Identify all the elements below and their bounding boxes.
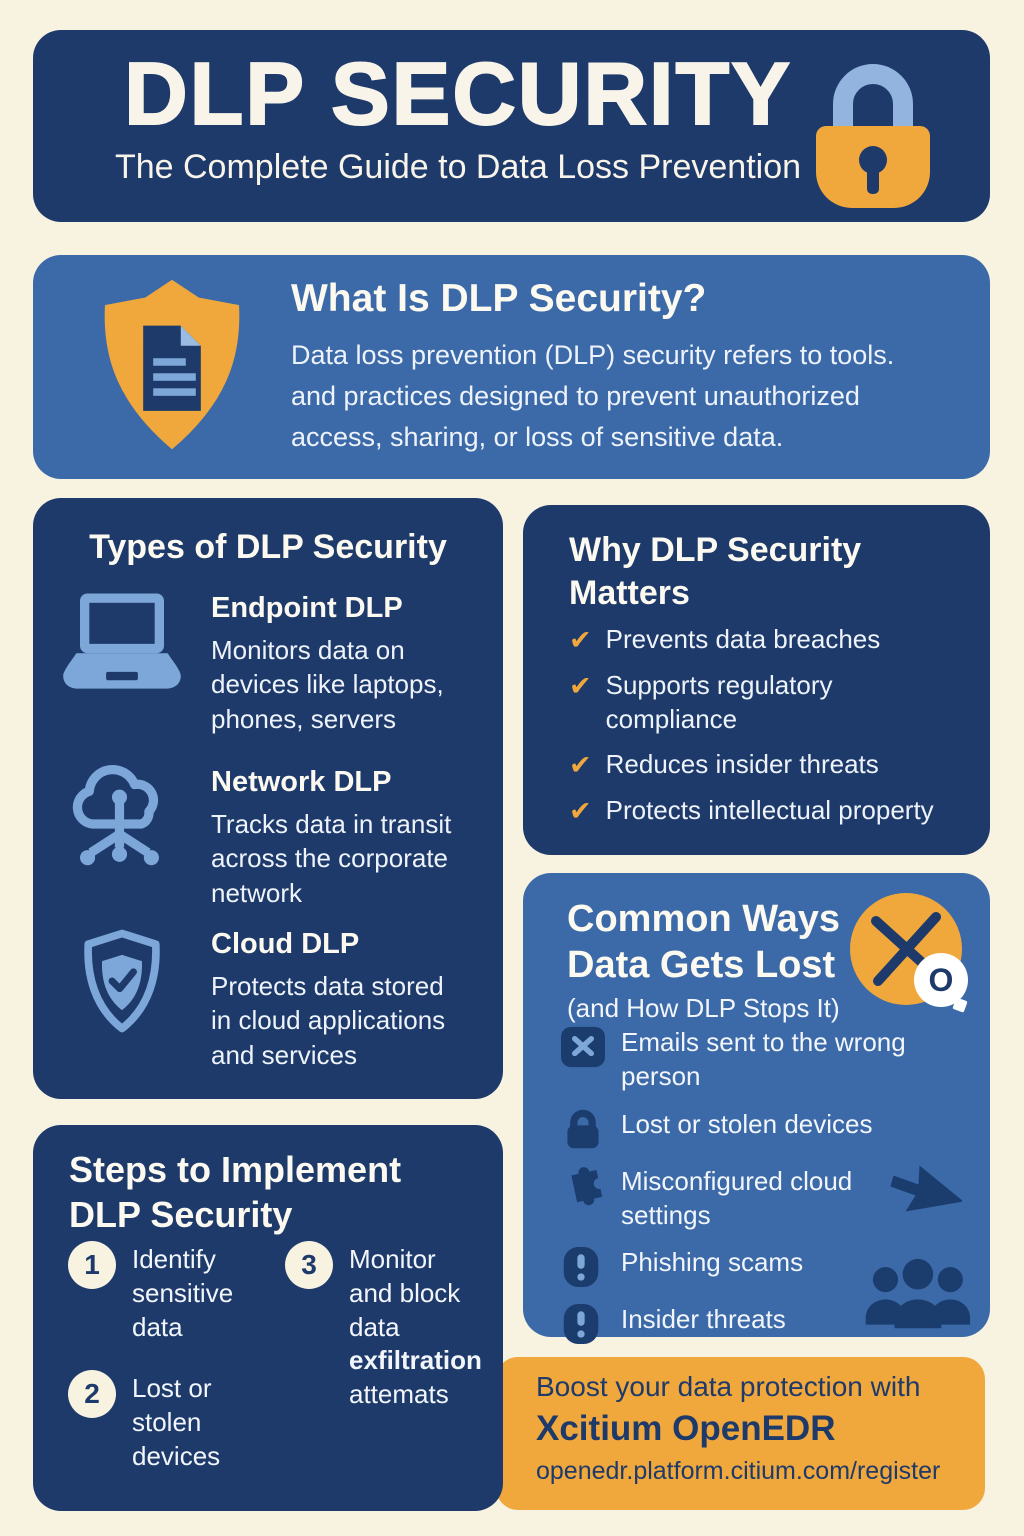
types-title: Types of DLP Security bbox=[89, 528, 447, 566]
why-bullet: ✔ Prevents data breaches bbox=[569, 623, 934, 658]
why-section: Why DLP Security Matters ✔ Prevents data… bbox=[523, 505, 990, 855]
loss-item-text: Misconfigured cloud settings bbox=[621, 1165, 853, 1230]
type-text-network: Network DLP Tracks data in transit acros… bbox=[211, 760, 476, 910]
cta-content: Boost your data protection with Xcitium … bbox=[536, 1371, 940, 1486]
type-text-cloud: Cloud DLP Protects data stored in cloud … bbox=[211, 922, 476, 1072]
why-bullet: ✔ Reduces insider threats bbox=[569, 748, 934, 783]
type-desc: Protects data stored in cloud applicatio… bbox=[211, 971, 446, 1070]
loss-item-text: Phishing scams bbox=[621, 1247, 804, 1278]
o-bubble: O bbox=[914, 953, 968, 1007]
cloud-network-icon bbox=[33, 760, 211, 910]
check-icon: ✔ bbox=[569, 795, 592, 827]
shield-check-icon bbox=[33, 922, 211, 1072]
type-text-endpoint: Endpoint DLP Monitors data on devices li… bbox=[211, 586, 476, 736]
alert-icon bbox=[561, 1245, 605, 1289]
shield-document-icon bbox=[78, 273, 266, 461]
common-ways-section: Common Ways Data Gets Lost O (and How DL… bbox=[523, 873, 990, 1345]
alert-icon bbox=[561, 1302, 605, 1346]
step-number-badge: 3 bbox=[285, 1241, 333, 1289]
puzzle-icon bbox=[561, 1164, 605, 1208]
cursor-icon bbox=[877, 1151, 964, 1236]
why-title: Why DLP Security Matters bbox=[569, 531, 862, 612]
type-row-cloud: Cloud DLP Protects data stored in cloud … bbox=[33, 922, 503, 1072]
why-bullet-text: Supports regulatory compliance bbox=[605, 670, 833, 734]
xo-badge-icon: O bbox=[844, 887, 976, 1025]
padlock-icon bbox=[561, 1107, 605, 1151]
mail-x-icon bbox=[561, 1025, 605, 1069]
why-bullet: ✔ Supports regulatory compliance bbox=[569, 669, 934, 737]
why-bullet: ✔ Protects intellectual property bbox=[569, 794, 934, 829]
why-bullet-text: Protects intellectual property bbox=[605, 794, 934, 825]
loss-item: Lost or stolen devices bbox=[561, 1107, 921, 1151]
loss-item: Emails sent to the wrong person bbox=[561, 1025, 921, 1094]
loss-item-text: Insider threats bbox=[621, 1304, 786, 1335]
loss-item: Misconfigured cloud settings bbox=[561, 1164, 921, 1233]
step-text-post: attemats bbox=[349, 1379, 449, 1410]
why-bullet-text: Prevents data breaches bbox=[605, 624, 881, 654]
cta-line1: Boost your data protection with bbox=[536, 1371, 921, 1402]
what-is-content: What Is DLP Security? Data loss preventi… bbox=[291, 277, 981, 458]
step-text: Monitor and block data exfiltration atte… bbox=[349, 1243, 482, 1412]
step-text-bold: exfiltration bbox=[349, 1345, 482, 1376]
what-is-section: What Is DLP Security? Data loss preventi… bbox=[33, 255, 990, 479]
type-desc: Monitors data on devices like laptops, p… bbox=[211, 635, 444, 734]
check-icon: ✔ bbox=[569, 671, 592, 703]
step-text-pre: Monitor and block data bbox=[349, 1244, 461, 1342]
type-name: Network DLP bbox=[211, 766, 392, 798]
steps-title: Steps to Implement DLP Security bbox=[69, 1149, 402, 1235]
page-subtitle: The Complete Guide to Data Loss Preventi… bbox=[114, 148, 802, 186]
cta-register-url: openedr.platform.citium.com/register bbox=[536, 1457, 941, 1485]
step-3: 3 Monitor and block data exfiltration at… bbox=[285, 1241, 500, 1412]
what-is-title: What Is DLP Security? bbox=[291, 277, 707, 320]
what-is-body: Data loss prevention (DLP) security refe… bbox=[291, 340, 895, 453]
cta-product-name: Xcitium OpenEDR bbox=[536, 1409, 836, 1448]
loss-item-text: Emails sent to the wrong person bbox=[621, 1027, 906, 1092]
types-section: Types of DLP Security Endpoint DLP Monit… bbox=[33, 498, 503, 1099]
check-icon: ✔ bbox=[569, 625, 592, 656]
type-row-network: Network DLP Tracks data in transit acros… bbox=[33, 760, 503, 910]
cta-section: Boost your data protection with Xcitium … bbox=[496, 1357, 985, 1510]
why-bullet-text: Reduces insider threats bbox=[605, 748, 879, 779]
step-number-badge: 2 bbox=[68, 1370, 116, 1418]
type-name: Cloud DLP bbox=[211, 928, 360, 960]
common-subtitle: (and How DLP Stops It) bbox=[567, 993, 840, 1024]
header-section: DLP SECURITY The Complete Guide to Data … bbox=[33, 30, 990, 222]
header-text: DLP SECURITY The Complete Guide to Data … bbox=[33, 30, 883, 187]
step-text: Identify sensitive data bbox=[132, 1244, 234, 1342]
page-title: DLP SECURITY bbox=[123, 44, 792, 143]
steps-section: Steps to Implement DLP Security 1 Identi… bbox=[33, 1125, 503, 1511]
loss-item: Insider threats bbox=[561, 1302, 921, 1346]
loss-item: Phishing scams bbox=[561, 1245, 921, 1289]
lock-icon bbox=[798, 46, 948, 214]
step-2: 2 Lost or stolen devices bbox=[68, 1370, 273, 1473]
type-row-endpoint: Endpoint DLP Monitors data on devices li… bbox=[33, 586, 503, 736]
why-list: ✔ Prevents data breaches ✔ Supports regu… bbox=[569, 623, 934, 829]
step-number-badge: 1 bbox=[68, 1241, 116, 1289]
type-name: Endpoint DLP bbox=[211, 592, 403, 624]
step-1: 1 Identify sensitive data bbox=[68, 1241, 273, 1344]
type-desc: Tracks data in transit across the corpor… bbox=[211, 809, 452, 908]
check-icon: ✔ bbox=[569, 749, 592, 781]
common-title: Common Ways Data Gets Lost bbox=[567, 898, 841, 986]
laptop-icon bbox=[33, 586, 211, 736]
people-group-icon bbox=[856, 1258, 978, 1330]
loss-list: Emails sent to the wrong person Lost or … bbox=[561, 1025, 921, 1346]
loss-item-text: Lost or stolen devices bbox=[621, 1108, 873, 1139]
step-text: Lost or stolen devices bbox=[132, 1373, 221, 1471]
